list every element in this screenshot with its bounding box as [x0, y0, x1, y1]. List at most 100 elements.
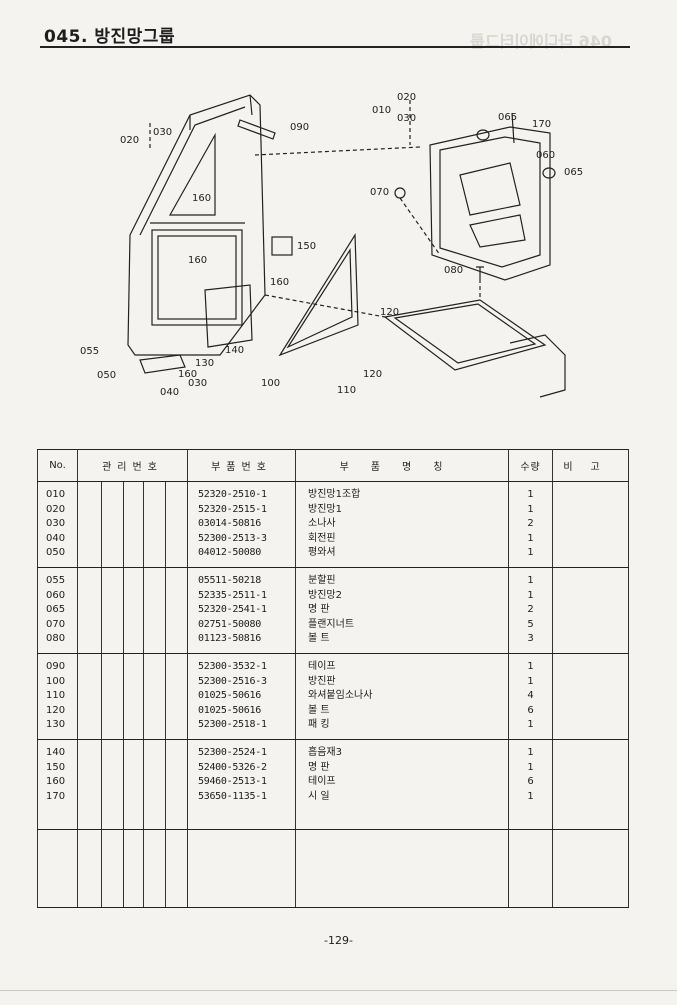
cell-qty-value: 1	[527, 719, 534, 731]
callout-label: 090	[290, 122, 309, 133]
cell-note	[552, 739, 630, 831]
callout-label: 120	[363, 369, 382, 380]
callout-label: 065	[498, 112, 517, 123]
page-title: 045. 방진망그룹	[44, 27, 176, 47]
cell-part-name-value: 방진망2	[308, 589, 342, 601]
empty-cell	[37, 829, 78, 908]
callout-label: 150	[297, 241, 316, 252]
cell-qty-value: 1	[527, 575, 534, 587]
cell-part-name-value: 방진망1	[308, 503, 342, 515]
cell-qty-value: 1	[527, 589, 534, 601]
empty-cell	[552, 829, 630, 908]
callout-label: 160	[188, 255, 207, 266]
callout-label: 020	[397, 92, 416, 103]
cell-part-name-value: 볼 트	[308, 633, 330, 645]
cell-qty-value: 1	[527, 675, 534, 687]
cell-part-name-value: 테이프	[308, 661, 336, 673]
cell-no-value: 170	[46, 790, 66, 802]
callout-label: 100	[261, 378, 280, 389]
bottom-plate-shape	[383, 299, 547, 371]
sound-absorber-shape	[204, 284, 253, 348]
cell-part-name-value: 방진망1조합	[308, 489, 361, 500]
cell-note	[552, 653, 630, 741]
cell-part-code-value: 52300-2518-1	[198, 719, 267, 731]
cell-mgmt	[123, 739, 144, 831]
cell-no-value: 010	[46, 489, 66, 500]
callout-label: 030	[188, 378, 207, 389]
cell-note	[552, 481, 630, 569]
cell-part-code-value: 52300-2513-3	[198, 532, 267, 544]
empty-cell	[508, 829, 554, 908]
exploded-parts-diagram: 020 030 090 160 160 150 160 140 130 160 …	[40, 55, 635, 415]
cell-mgmt	[123, 567, 144, 655]
empty-cell	[187, 829, 297, 908]
cell-part-code-value: 52335-2511-1	[198, 589, 267, 601]
cell-mgmt	[143, 739, 166, 831]
callout-label: 120	[380, 307, 399, 318]
cell-part-code: 05511-50218 52335-2511-1 52320-2541-1 02751…	[187, 567, 297, 655]
cell-qty-value: 2	[527, 604, 534, 616]
cell-mgmt	[143, 653, 166, 741]
cell-part-code-value: 05511-50218	[198, 575, 261, 587]
cell-mgmt	[101, 481, 124, 569]
cell-mgmt	[101, 653, 124, 741]
cell-mgmt	[164, 739, 189, 831]
col-header-mgmt: 관리번호	[76, 449, 189, 482]
table-header-row: No. 관리번호 부품번호 부품명칭 수량 비고	[37, 449, 630, 482]
callout-label: 050	[97, 370, 116, 381]
cell-no-value: 160	[46, 776, 66, 788]
cell-part-code-value: 52400-5326-2	[198, 761, 267, 773]
cell-mgmt	[143, 567, 166, 655]
callout-label: 140	[225, 345, 244, 356]
cell-part-name-value: 흡음재3	[308, 747, 342, 759]
cell-part-name-value: 분할핀	[308, 575, 336, 587]
callout-label: 065	[564, 167, 583, 178]
callout-label: 170	[532, 119, 551, 130]
callout-label: 010	[372, 105, 391, 116]
col-header-name: 부품명칭	[295, 449, 510, 482]
cell-qty-value: 1	[527, 761, 534, 773]
cell-part-name-value: 회전핀	[308, 532, 336, 544]
callout-label: 030	[153, 127, 172, 138]
cell-part-code-value: 04012-50080	[198, 547, 261, 558]
cell-qty-value: 1	[527, 747, 534, 759]
cell-no-value: 050	[46, 547, 66, 558]
cell-no-value: 130	[46, 719, 66, 731]
cell-qty-value: 6	[527, 704, 534, 716]
cell-mgmt	[164, 567, 189, 655]
callout-label: 030	[397, 113, 416, 124]
cell-part-code-value: 52300-2516-3	[198, 675, 267, 687]
cell-part-name-value: 소나사	[308, 518, 336, 529]
cell-mgmt	[123, 653, 144, 741]
callout-label: 060	[536, 150, 555, 161]
callout-label: 160	[178, 369, 197, 380]
cell-qty-value: 3	[527, 633, 534, 645]
cell-no-value: 070	[46, 618, 66, 630]
empty-cell	[295, 829, 510, 908]
plate-150-shape	[271, 236, 293, 256]
cell-part-name-value: 와셔붙임소나사	[308, 690, 373, 702]
cell-part-code-value: 52320-2541-1	[198, 604, 267, 616]
cell-part-code-value: 02751-50080	[198, 618, 261, 630]
col-header-code: 부품번호	[187, 449, 297, 482]
cell-part-name-value: 테이프	[308, 776, 336, 788]
cell-part-code-value: 59460-2513-1	[198, 776, 267, 788]
cell-no-value: 100	[46, 675, 66, 687]
empty-cell	[143, 829, 166, 908]
cell-qty-value: 1	[527, 790, 534, 802]
cell-part-code-value: 01025-50616	[198, 704, 261, 716]
col-header-qty: 수량	[508, 449, 554, 482]
callout-label: 040	[160, 387, 179, 398]
